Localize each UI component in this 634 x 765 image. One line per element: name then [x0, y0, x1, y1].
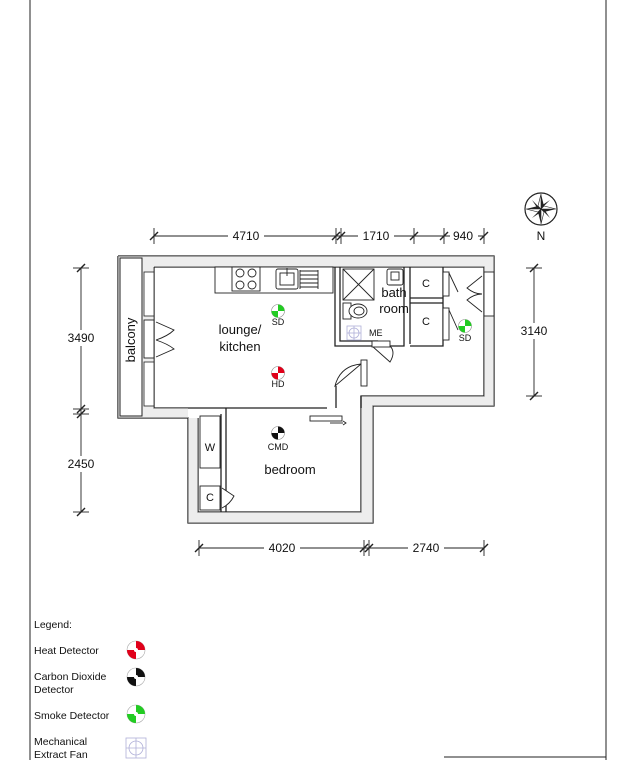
outer-walls: [117, 255, 495, 524]
smoke-detector-icon: [271, 304, 285, 318]
bedroom-sliding-door: [309, 415, 347, 426]
dim-top-2: 1710: [363, 229, 390, 243]
balcony-door: [143, 319, 175, 359]
room-label-room: room: [379, 301, 409, 316]
bedroom-storage: [199, 415, 235, 511]
cupboard-label-b: C: [422, 316, 430, 328]
compass-north-label: N: [537, 229, 546, 243]
dim-top-1: 4710: [233, 229, 260, 243]
room-label-bedroom: bedroom: [264, 462, 315, 477]
room-label-lounge: lounge/: [219, 322, 262, 337]
dim-bottom-2: 2740: [413, 541, 440, 555]
legend-title: Legend:: [34, 619, 72, 631]
hall-door: [334, 359, 368, 388]
dim-top-3: 940: [453, 229, 473, 243]
wardrobe-label: W: [205, 442, 216, 454]
cupboard-label-a: C: [422, 278, 430, 290]
balcony-windows: [143, 271, 155, 407]
bathroom-fittings: [342, 268, 404, 320]
dim-right-1: 3140: [521, 324, 548, 338]
balcony-label: balcony: [123, 317, 138, 362]
hall-cupboard-doors: [442, 271, 459, 341]
legend-co-detector: Carbon Dioxide Detector: [34, 671, 107, 696]
smoke-detector-icon: [126, 704, 146, 724]
co-detector-icon: [271, 426, 285, 440]
dim-left-1: 3490: [68, 331, 95, 345]
kitchen-worktop: [214, 266, 334, 294]
room-label-bath: bath: [381, 285, 406, 300]
interior-walls: [220, 267, 444, 512]
dim-left-2: 2450: [68, 457, 95, 471]
extract-fan-label: ME: [369, 328, 383, 338]
smoke-detector-label-hall: SD: [459, 333, 472, 343]
room-label-kitchen: kitchen: [219, 339, 260, 354]
heat-detector-icon: [271, 366, 285, 380]
extract-fan-icon: [125, 737, 147, 759]
dimension-labels: 4710 1710 940 4020 2740 3490 2450 3140: [62, 228, 553, 555]
compass-rose-icon: [524, 192, 558, 226]
legend-smoke-detector: Smoke Detector: [34, 710, 110, 722]
co-detector-icon: [126, 667, 146, 687]
wall-fill: [118, 256, 494, 523]
heat-detector-label: HD: [272, 379, 285, 389]
co-detector-label: CMD: [268, 442, 289, 452]
smoke-detector-label-lounge: SD: [272, 317, 285, 327]
legend-heat-detector: Heat Detector: [34, 645, 99, 657]
dim-bottom-1: 4020: [269, 541, 296, 555]
legend-extract-fan: Mechanical Extract Fan: [34, 736, 88, 761]
heat-detector-icon: [126, 640, 146, 660]
entrance-door: [466, 271, 495, 317]
dimension-ticks: [76, 231, 539, 553]
smoke-detector-icon: [458, 319, 472, 333]
extract-fan-icon: [346, 325, 362, 341]
cupboard-label-bedroom: C: [206, 492, 214, 504]
bathroom-door: [371, 340, 394, 363]
